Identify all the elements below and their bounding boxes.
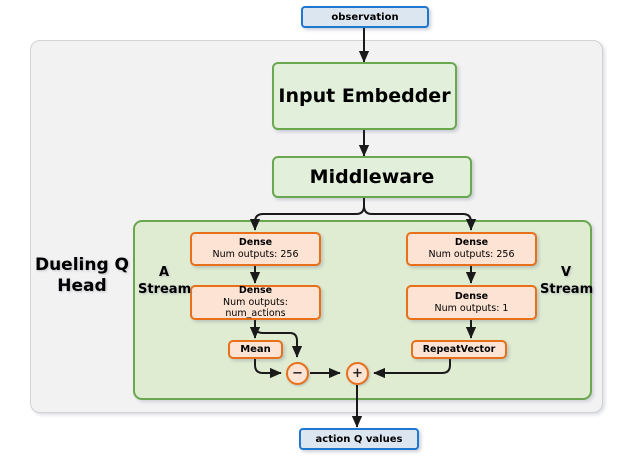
v-dense-2-title: Dense	[454, 290, 489, 302]
v-dense-1-subtitle: Num outputs: 256	[428, 249, 515, 260]
node-v-dense-2[interactable]: Dense Num outputs: 1	[406, 285, 537, 320]
node-a-dense-1[interactable]: Dense Num outputs: 256	[190, 232, 321, 266]
node-add-operator[interactable]: +	[346, 362, 369, 385]
node-mean[interactable]: Mean	[228, 340, 283, 359]
v-stream-label-line2: Stream	[540, 281, 594, 297]
node-v-dense-1[interactable]: Dense Num outputs: 256	[406, 232, 537, 266]
dueling-q-head-label: Dueling Q Head	[34, 255, 130, 298]
node-observation[interactable]: observation	[301, 6, 429, 28]
add-operator-label: +	[352, 366, 363, 381]
a-stream-label: A Stream	[138, 265, 192, 299]
dueling-q-head-label-line1: Dueling Q	[34, 255, 130, 275]
v-dense-1-title: Dense	[454, 237, 489, 249]
action-q-values-label: action Q values	[315, 433, 403, 445]
observation-label: observation	[331, 11, 399, 23]
repeat-vector-label: RepeatVector	[422, 344, 496, 355]
node-middleware[interactable]: Middleware	[272, 156, 472, 198]
v-stream-label: V Stream	[540, 265, 594, 299]
subtract-operator-label: −	[292, 366, 303, 381]
node-repeat-vector[interactable]: RepeatVector	[411, 340, 507, 359]
a-stream-label-line1: A	[158, 265, 170, 280]
dueling-q-head-label-line2: Head	[57, 276, 107, 297]
a-stream-label-line2: Stream	[138, 281, 192, 297]
node-action-q-values[interactable]: action Q values	[299, 428, 419, 450]
middleware-label: Middleware	[309, 166, 435, 188]
a-dense-1-subtitle: Num outputs: 256	[212, 249, 299, 260]
v-dense-2-subtitle: Num outputs: 1	[434, 302, 509, 314]
node-a-dense-2[interactable]: Dense Num outputs: num_actions	[190, 285, 321, 320]
a-dense-2-subtitle: Num outputs: num_actions	[223, 296, 288, 320]
node-subtract-operator[interactable]: −	[286, 362, 309, 385]
input-embedder-label: Input Embedder	[278, 85, 451, 107]
v-stream-label-line1: V	[560, 265, 572, 280]
a-dense-2-title: Dense	[238, 284, 273, 296]
mean-label: Mean	[240, 344, 271, 355]
node-input-embedder[interactable]: Input Embedder	[272, 62, 457, 130]
a-dense-1-title: Dense	[238, 237, 273, 249]
